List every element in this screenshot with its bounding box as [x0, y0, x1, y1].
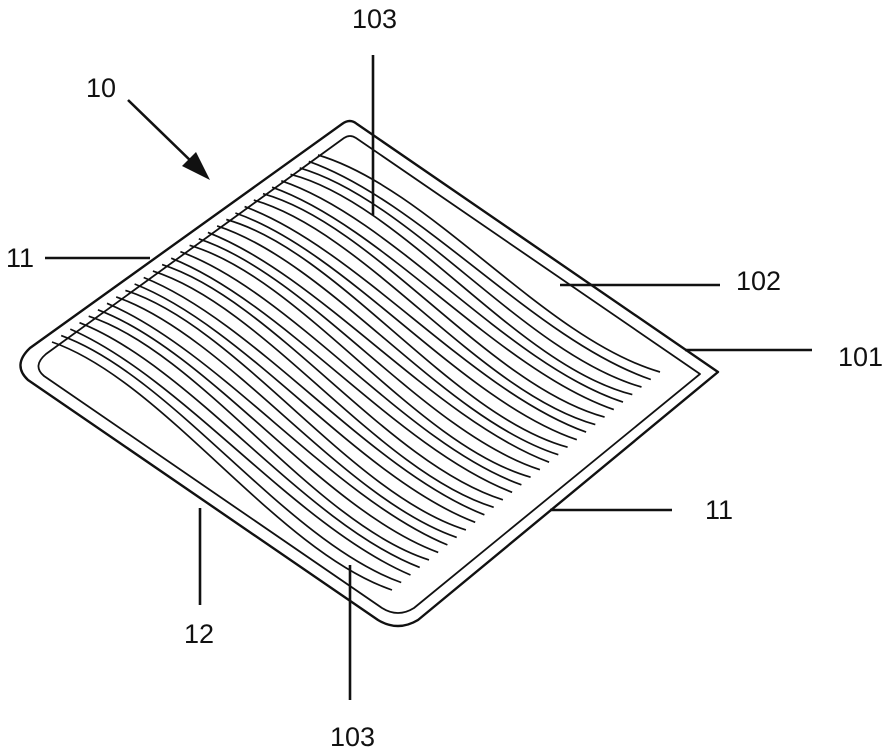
label-103-top: 103 — [352, 4, 397, 34]
fiber-line — [60, 334, 402, 584]
fiber-line — [79, 321, 421, 569]
assembly-arrow — [127, 99, 210, 180]
fiber-line — [216, 225, 559, 456]
fiber-line — [125, 289, 467, 531]
fiber-line — [97, 309, 439, 554]
fiber-line — [281, 179, 624, 403]
fiber-line — [253, 199, 596, 426]
fiber-line — [143, 276, 485, 516]
label-11-right: 11 — [705, 495, 733, 525]
fiber-line — [152, 270, 494, 509]
fiber-line — [161, 263, 504, 501]
arrow-head-icon — [182, 152, 210, 180]
fiber-line — [235, 212, 578, 441]
fiber-line — [271, 186, 615, 411]
fiber-line — [51, 341, 393, 591]
pad-outer-outline — [19, 119, 720, 628]
label-11-left: 11 — [6, 243, 34, 273]
fiber-line — [88, 315, 430, 561]
label-103-bottom: 103 — [330, 722, 375, 752]
fiber-line — [244, 205, 587, 433]
fiber-line — [262, 192, 605, 418]
fiber-line — [226, 218, 568, 449]
fiber-line — [198, 237, 541, 471]
label-10: 10 — [86, 73, 116, 103]
fiber-line — [134, 283, 476, 524]
fiber-line — [207, 231, 550, 463]
label-102: 102 — [736, 266, 781, 296]
fiber-line — [308, 160, 652, 381]
pad-inner-border — [37, 135, 701, 614]
fiber-line — [106, 302, 448, 546]
fiber-line — [317, 154, 661, 373]
fiber-line — [290, 173, 633, 396]
fiber-line — [115, 296, 457, 539]
fiber-line — [189, 244, 531, 479]
fiber-line — [299, 167, 642, 388]
label-12: 12 — [184, 619, 214, 649]
fiber-line — [170, 257, 513, 494]
fiber-line — [180, 250, 522, 486]
fiber-texture — [51, 154, 661, 591]
label-101: 101 — [838, 342, 883, 372]
fiber-line — [69, 328, 411, 576]
